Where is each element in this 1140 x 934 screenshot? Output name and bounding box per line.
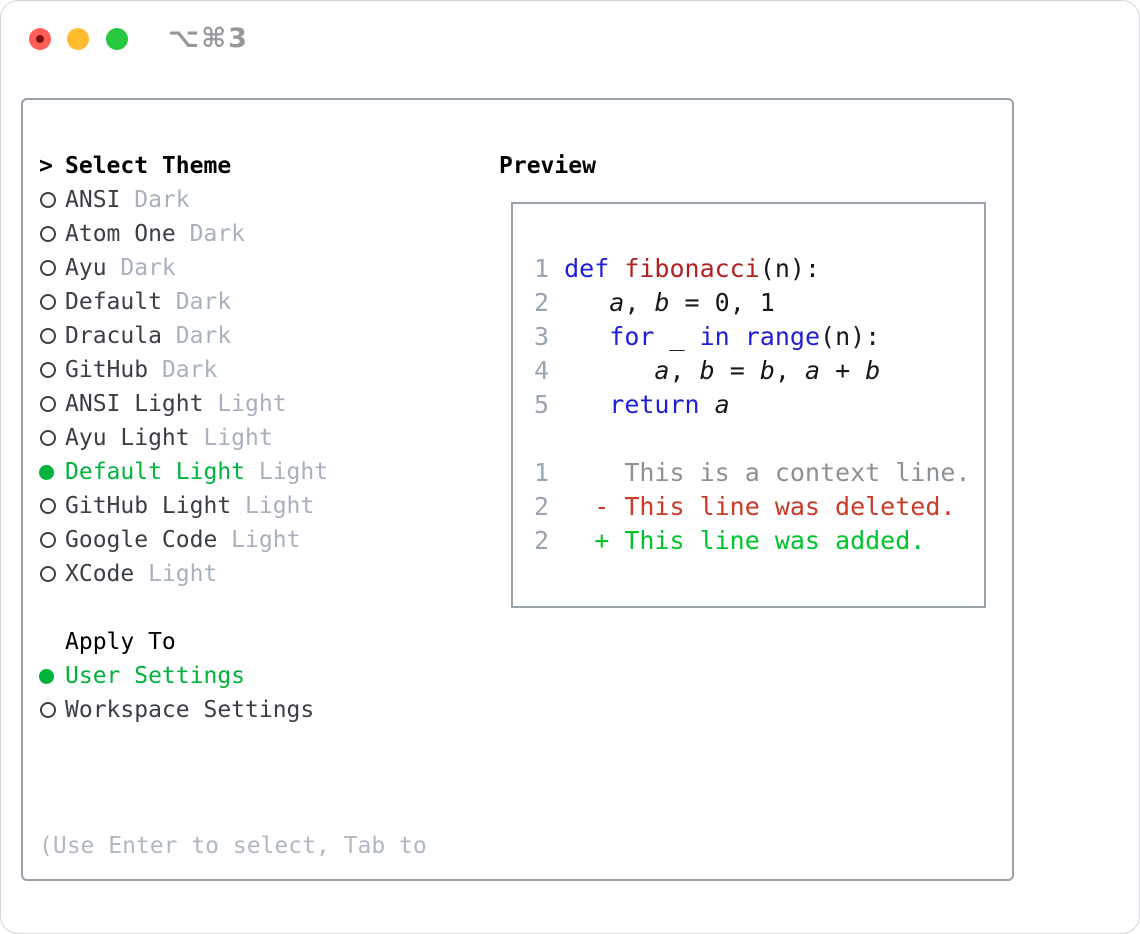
apply-option-user-settings[interactable]: User Settings [39, 659, 314, 693]
theme-option-github[interactable]: GitHub Dark [39, 353, 328, 387]
close-button[interactable] [29, 28, 51, 50]
radio-unselected-icon [40, 192, 56, 208]
radio-unselected-icon [40, 566, 56, 582]
option-variant-tag: Dark [120, 187, 190, 213]
theme-option-ayu[interactable]: Ayu Dark [39, 251, 328, 285]
preview-title: Preview [499, 153, 596, 179]
radio-unselected-icon [40, 532, 56, 548]
code-line: 2 - This line was deleted. [534, 492, 956, 521]
theme-list-title: Select Theme [65, 153, 232, 179]
theme-option-ansi[interactable]: ANSI Dark [39, 183, 328, 217]
option-variant-tag: Dark [175, 221, 246, 247]
option-label: Google Code [65, 527, 218, 553]
radio-unselected-icon [40, 396, 56, 412]
option-label: ANSI [65, 187, 121, 213]
theme-option-google-code[interactable]: Google Code Light [39, 523, 328, 557]
apply-to-header: Apply To [39, 625, 314, 659]
code-line: 2 a, b = 0, 1 [534, 288, 775, 317]
option-label: Workspace Settings [65, 697, 315, 723]
option-variant-tag: Dark [148, 357, 218, 383]
option-variant-tag: Light [189, 425, 273, 451]
theme-option-default-light[interactable]: Default Light Light [39, 455, 328, 489]
theme-option-github-light[interactable]: GitHub Light Light [39, 489, 328, 523]
radio-unselected-icon [40, 226, 56, 242]
code-line: 1 This is a context line. [534, 458, 971, 487]
option-variant-tag: Light [231, 493, 315, 519]
window-title: ⌥⌘3 [168, 23, 249, 54]
option-label: XCode [65, 561, 135, 587]
zoom-button[interactable] [106, 28, 128, 50]
theme-option-ansi-light[interactable]: ANSI Light Light [39, 387, 328, 421]
hint-line-1: (Use Enter to select, Tab to [39, 833, 427, 859]
radio-unselected-icon [40, 294, 56, 310]
cursor-icon: > [39, 153, 53, 179]
option-label: Ayu [65, 255, 107, 281]
option-variant-tag: Light [245, 459, 329, 485]
option-variant-tag: Light [203, 391, 287, 417]
apply-to-title: Apply To [65, 629, 176, 655]
radio-unselected-icon [40, 328, 56, 344]
code-line: 5 return a [534, 390, 730, 419]
code-line [534, 422, 971, 456]
option-variant-tag: Dark [161, 323, 232, 349]
theme-option-dracula[interactable]: Dracula Dark [39, 319, 328, 353]
option-variant-tag: Light [217, 527, 301, 553]
option-label: Dracula [65, 323, 162, 349]
code-line: 2 + This line was added. [534, 526, 926, 555]
close-active-dot-icon [36, 35, 44, 43]
radio-selected-icon [39, 668, 54, 684]
preview-box: 1 def fibonacci(n): 2 a, b = 0, 1 3 for _ … [511, 202, 986, 608]
radio-unselected-icon [40, 498, 56, 514]
option-variant-tag: Light [134, 561, 218, 587]
theme-option-xcode[interactable]: XCode Light [39, 557, 328, 591]
radio-unselected-icon [40, 260, 56, 276]
theme-option-atom-one[interactable]: Atom One Dark [39, 217, 328, 251]
code-line: 1 def fibonacci(n): [534, 254, 821, 283]
option-variant-tag: Dark [161, 289, 232, 315]
radio-selected-icon [39, 464, 54, 480]
code-line: 3 for _ in range(n): [534, 322, 881, 351]
code-preview: 1 def fibonacci(n): 2 a, b = 0, 1 3 for _ … [534, 252, 971, 558]
option-label: ANSI Light [65, 391, 204, 417]
theme-list-header: > Select Theme [39, 149, 328, 183]
option-label: Ayu Light [65, 425, 190, 451]
option-label: GitHub Light [65, 493, 232, 519]
radio-unselected-icon [40, 702, 56, 718]
radio-unselected-icon [40, 362, 56, 378]
code-line: 4 a, b = b, a + b [534, 356, 881, 385]
option-label: User Settings [65, 663, 246, 689]
option-label: GitHub [65, 357, 149, 383]
option-variant-tag: Dark [106, 255, 176, 281]
hint-text: (Use Enter to select, Tab to change focu… [39, 761, 427, 933]
minimize-button[interactable] [67, 28, 89, 50]
option-label: Atom One [65, 221, 176, 247]
theme-option-ayu-light[interactable]: Ayu Light Light [39, 421, 328, 455]
option-label: Default [65, 289, 162, 315]
theme-option-default[interactable]: Default Dark [39, 285, 328, 319]
radio-unselected-icon [40, 430, 56, 446]
apply-option-workspace-settings[interactable]: Workspace Settings [39, 693, 314, 727]
option-label: Default Light [65, 459, 246, 485]
